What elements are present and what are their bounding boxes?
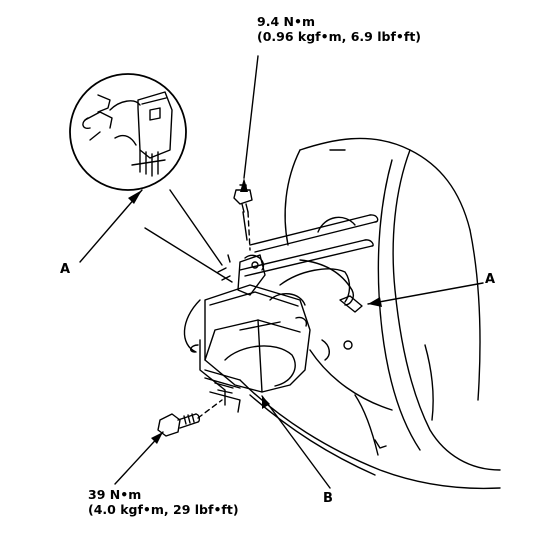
torque-spec-lower: 39 N•m (4.0 kgf•m, 29 lbf•ft) <box>88 487 239 517</box>
detail-leaders <box>144 189 233 283</box>
lock-rods <box>239 214 379 277</box>
harness-cable <box>183 259 363 353</box>
detail-circle <box>69 73 187 191</box>
arrowhead-a-right <box>368 297 382 307</box>
callout-a-right: A <box>485 272 496 287</box>
latch-marks <box>217 254 308 327</box>
torque-spec-upper: 9.4 N•m (0.96 kgf•m, 6.9 lbf•ft) <box>257 14 421 44</box>
torque-upper-conversion: (0.96 kgf•m, 6.9 lbf•ft) <box>257 29 422 44</box>
arrowhead-b <box>262 396 270 409</box>
arrowhead-torque-upper <box>240 178 248 192</box>
torque-upper-value: 9.4 N•m <box>257 14 315 29</box>
arrowhead-torque-lower <box>151 432 163 444</box>
lower-bolt <box>157 413 201 437</box>
door-panel-outline <box>239 137 501 490</box>
alignment-lines <box>197 211 251 419</box>
callout-a-left: A <box>60 262 71 277</box>
callout-b: B <box>323 491 333 506</box>
torque-lower-conversion: (4.0 kgf•m, 29 lbf•ft) <box>88 502 239 517</box>
arrowhead-a-left <box>128 190 142 204</box>
arrowheads <box>128 178 382 444</box>
callout-leaders <box>79 55 484 489</box>
door-latch-assembly <box>190 254 353 413</box>
torque-lower-value: 39 N•m <box>88 487 142 502</box>
